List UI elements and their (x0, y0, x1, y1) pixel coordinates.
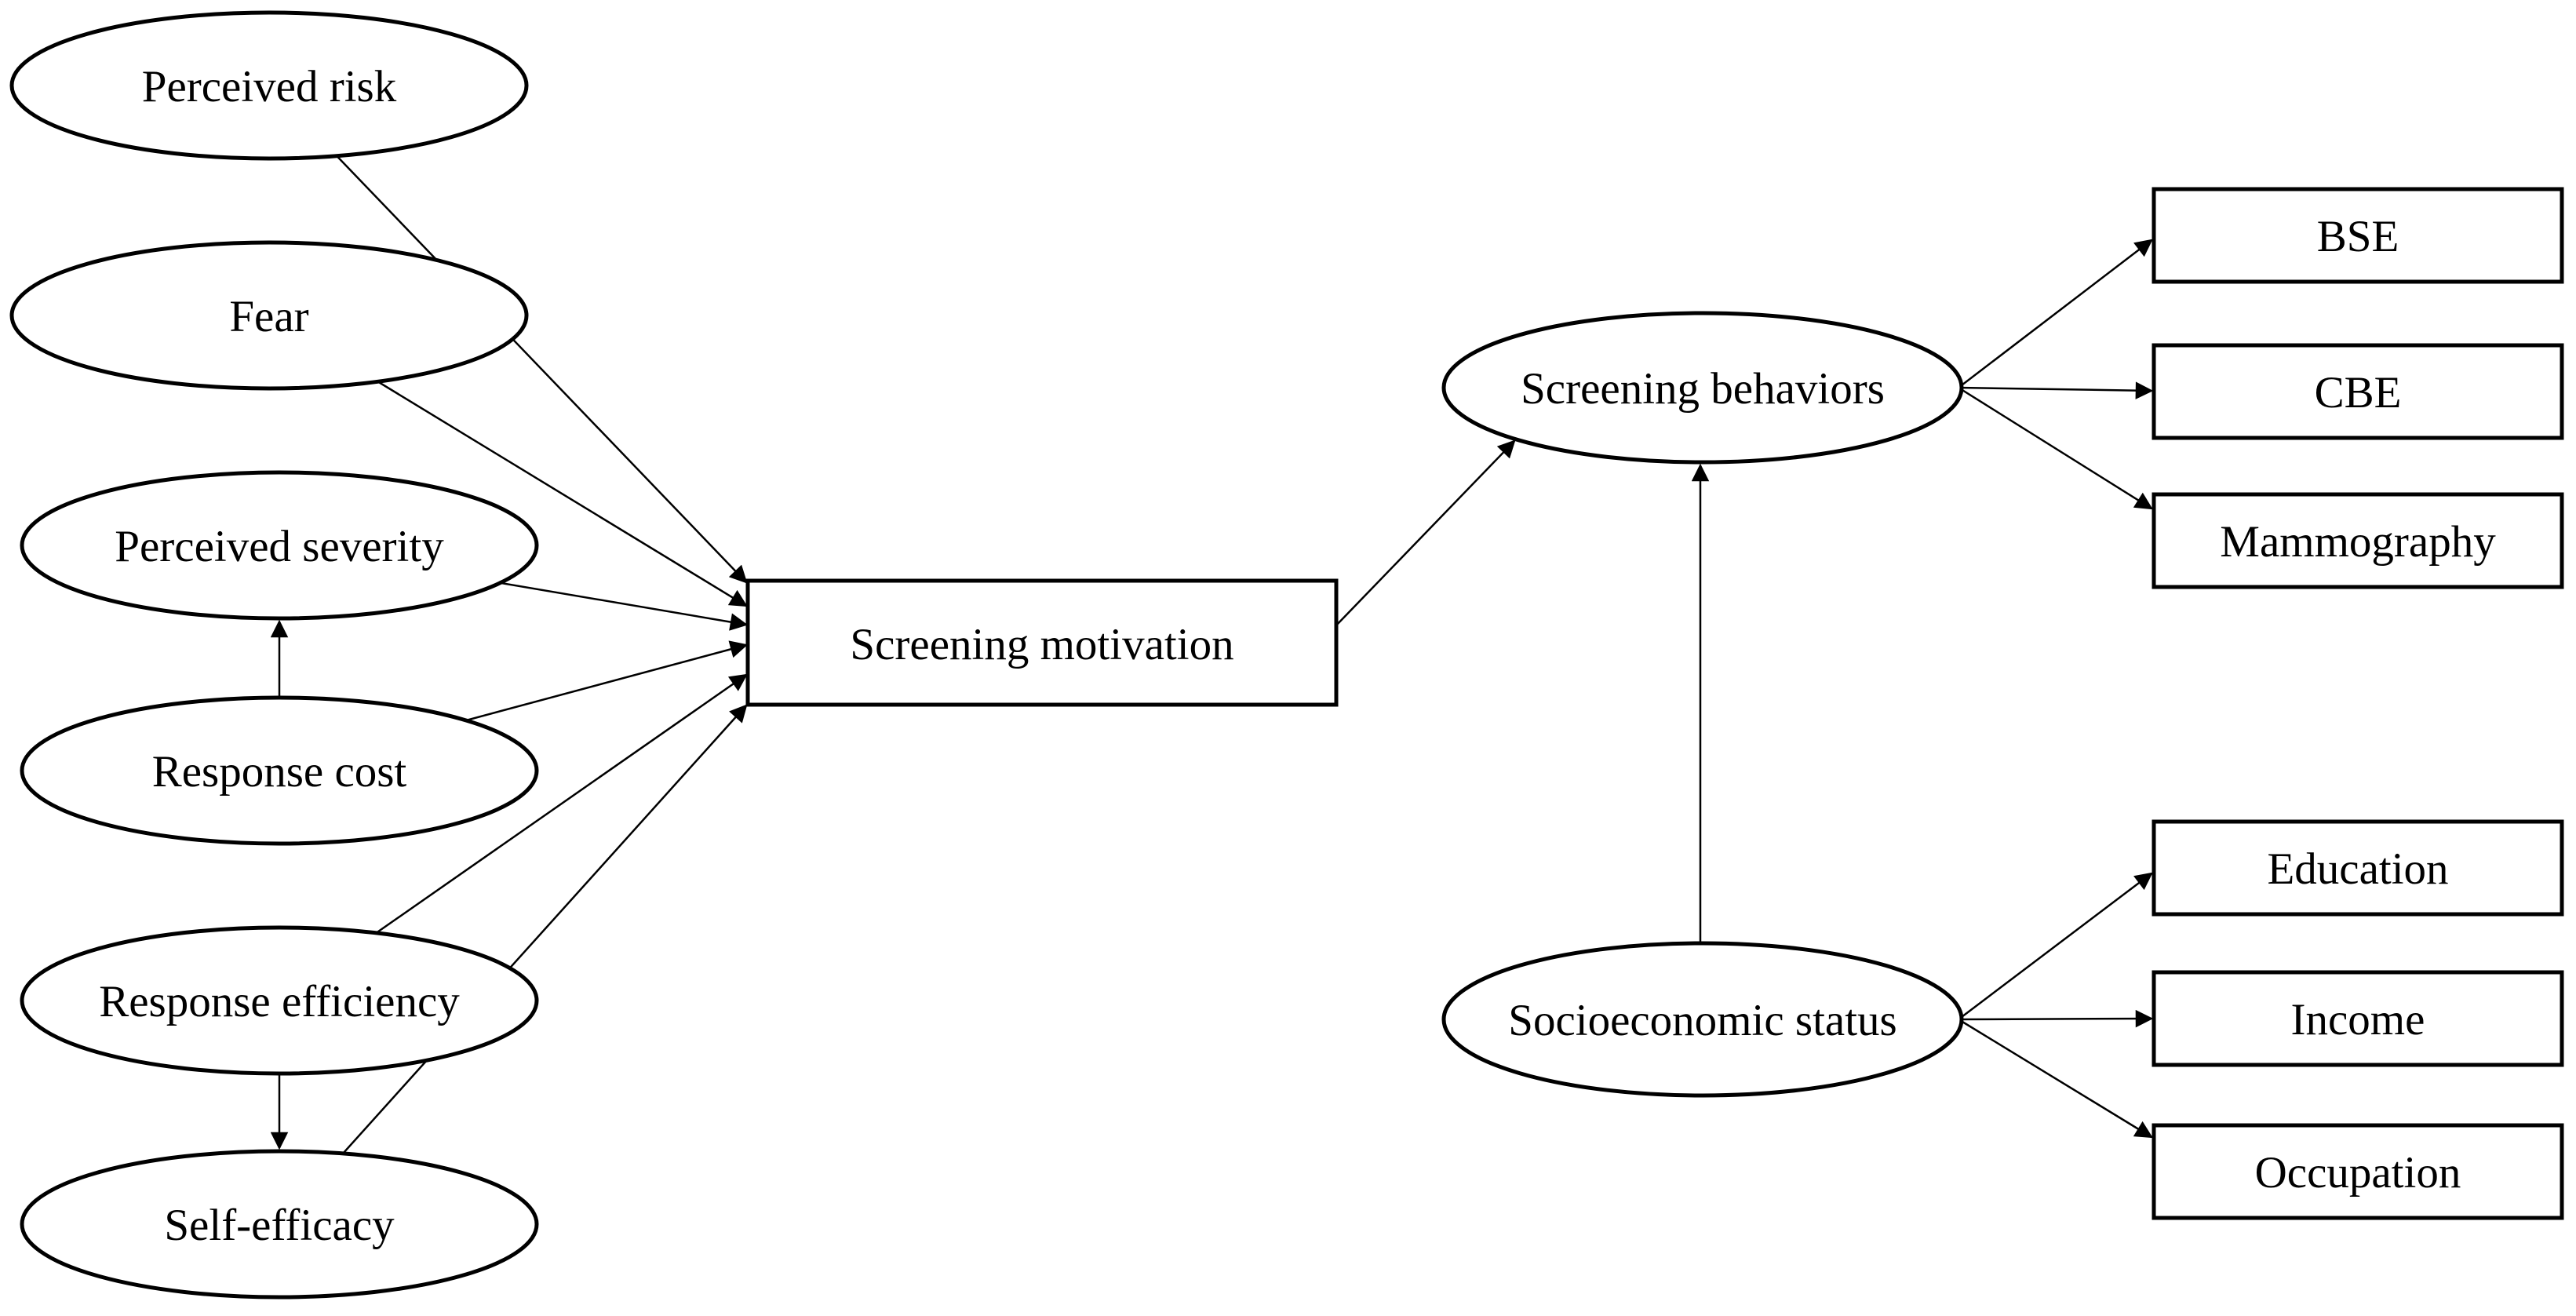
screening-behaviors-label: Screening behaviors (1521, 364, 1885, 414)
node-self-efficacy: Self-efficacy (20, 1149, 539, 1300)
node-socioeconomic-status: Socioeconomic status (1441, 941, 1964, 1098)
arrow-self-efficacy-to-screening-motivation (279, 704, 748, 1225)
mammography-box (2152, 492, 2564, 589)
bse-box (2152, 187, 2564, 284)
node-education: Education (2152, 819, 2564, 917)
perceived-severity-ellipse (20, 470, 539, 621)
arrow-screening-behaviors-to-bse (1958, 239, 2153, 388)
arrow-screening-motivation-to-screening-behaviors (1333, 439, 1516, 629)
occupation-label: Occupation (2255, 1148, 2461, 1198)
node-cbe: CBE (2152, 343, 2564, 440)
self-efficacy-ellipse (20, 1149, 539, 1300)
cbe-label: CBE (2315, 368, 2402, 417)
response-cost-ellipse (20, 695, 539, 846)
node-occupation: Occupation (2152, 1123, 2564, 1220)
mammography-label: Mammography (2220, 517, 2496, 567)
node-screening-behaviors: Screening behaviors (1441, 311, 1964, 465)
income-label: Income (2291, 995, 2425, 1044)
fear-ellipse (9, 240, 529, 391)
node-perceived-risk: Perceived risk (9, 10, 529, 161)
bse-label: BSE (2317, 212, 2399, 261)
nodes-layer: Perceived risk Fear Perceived severity R… (9, 10, 2564, 1300)
occupation-box (2152, 1123, 2564, 1220)
screening-motivation-box (745, 578, 1339, 707)
response-efficiency-label: Response efficiency (99, 977, 460, 1026)
edges-layer (268, 85, 2154, 1225)
perceived-severity-label: Perceived severity (115, 522, 444, 571)
income-box (2152, 970, 2564, 1067)
arrow-socioeconomic-status-to-education (1958, 872, 2153, 1020)
node-screening-motivation: Screening motivation (745, 578, 1339, 707)
response-efficiency-ellipse (20, 925, 539, 1076)
node-mammography: Mammography (2152, 492, 2564, 589)
perceived-risk-ellipse (9, 10, 529, 161)
node-bse: BSE (2152, 187, 2564, 284)
screening-motivation-label: Screening motivation (850, 620, 1233, 669)
node-response-cost: Response cost (20, 695, 539, 846)
socioeconomic-status-label: Socioeconomic status (1508, 996, 1897, 1045)
self-efficacy-label: Self-efficacy (164, 1201, 395, 1250)
arrow-socioeconomic-status-to-occupation (1958, 1018, 2153, 1139)
node-perceived-severity: Perceived severity (20, 470, 539, 621)
response-cost-label: Response cost (152, 747, 407, 797)
arrow-screening-behaviors-to-mammography (1958, 386, 2153, 510)
node-fear: Fear (9, 240, 529, 391)
arrow-screening-behaviors-to-cbe (1958, 381, 2154, 399)
perceived-risk-label: Perceived risk (142, 62, 397, 111)
node-response-efficiency: Response efficiency (20, 925, 539, 1076)
education-box (2152, 819, 2564, 917)
cbe-box (2152, 343, 2564, 440)
socioeconomic-status-ellipse (1441, 941, 1964, 1098)
screening-behaviors-ellipse (1441, 311, 1964, 465)
fear-label: Fear (229, 292, 308, 341)
node-income: Income (2152, 970, 2564, 1067)
education-label: Education (2267, 844, 2448, 894)
